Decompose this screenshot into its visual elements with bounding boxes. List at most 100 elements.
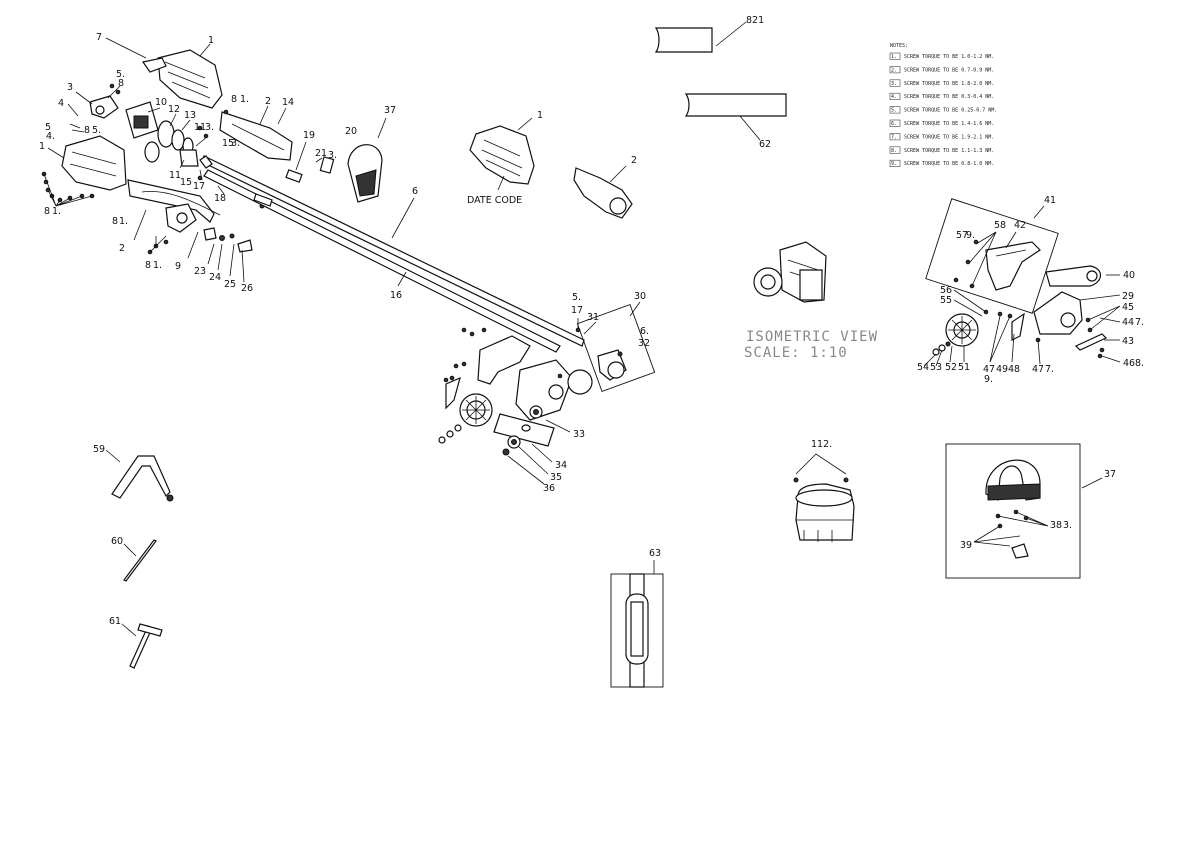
tool-rod-60 [123, 539, 157, 582]
callout-label: 112. [811, 439, 832, 450]
callout-label: 13 [184, 110, 196, 121]
trigger-housing [165, 203, 197, 233]
note-text: SCREW TORQUE TO BE 1.1-1.3 NM. [904, 148, 994, 154]
leader-33 [545, 419, 571, 433]
note-number: 4. [891, 94, 897, 100]
callout-label: 8 [112, 216, 118, 227]
callout-label: 54 [917, 362, 929, 373]
leader-60 [123, 543, 137, 557]
callout-label: 3. [205, 122, 214, 133]
callout-label: 1. [153, 260, 162, 271]
callout-label: 61 [109, 616, 121, 627]
callout-label: 16 [390, 290, 402, 301]
rear-handle-half [219, 111, 293, 161]
note-text: SCREW TORQUE TO BE 1.9-2.1 NM. [904, 134, 994, 140]
front-handle-grip [347, 144, 383, 203]
note-number: 6. [891, 121, 897, 127]
leader-lines-right [923, 205, 1121, 367]
leader-62 [739, 115, 761, 141]
callout-label: 23 [194, 266, 206, 277]
callout-label: 3 [67, 82, 73, 93]
callout-label: 46 [1123, 358, 1135, 369]
callout-label: 15 [180, 177, 192, 188]
callout-label: 44 [1122, 317, 1134, 328]
guard-head-assembly [438, 327, 593, 456]
callout-label: 1 [537, 110, 543, 121]
callout-label: 59 [93, 444, 105, 455]
callout-label: 8 [84, 125, 90, 136]
note-text: SCREW TORQUE TO BE 1.4-1.6 NM. [904, 121, 994, 127]
callout-label: 3. [231, 138, 240, 149]
callout-label: 51 [958, 362, 970, 373]
leader-date-code [497, 175, 505, 191]
pcb-module [125, 101, 159, 139]
note-number-box [889, 146, 901, 154]
leader-1-motor [517, 117, 533, 131]
callout-label: 63 [649, 548, 661, 559]
callout-label: 57 [956, 230, 968, 241]
note-number-box [889, 92, 901, 100]
leader-821 [715, 21, 747, 47]
callout-label: 53 [930, 362, 942, 373]
callout-label: 24 [209, 272, 221, 283]
handle-detail-box [945, 443, 1081, 579]
callout-label: 3. [328, 150, 337, 161]
callout-label: 18 [214, 193, 226, 204]
leader-36 [507, 455, 545, 485]
callout-label: 47 [1032, 364, 1044, 375]
callout-label: 6 [412, 186, 418, 197]
callout-label: 14 [282, 97, 294, 108]
torque-notes: NOTES: 1.SCREW TORQUE TO BE 1.0-1.2 NM.2… [889, 43, 997, 167]
callout-label: 35 [550, 472, 562, 483]
callout-label: 8 [145, 260, 151, 271]
note-number-box [889, 133, 901, 141]
callout-label: 52 [945, 362, 957, 373]
callout-label: 2 [119, 243, 125, 254]
note-number: 8. [891, 148, 897, 154]
callout-label: 1. [52, 206, 61, 217]
clip-21 [319, 156, 335, 174]
callout-label: 7 [96, 32, 102, 43]
leader-16 [397, 271, 407, 287]
screw-17b [575, 327, 581, 333]
callout-label: 3. [1063, 520, 1072, 531]
callout-label: 1. [240, 94, 249, 105]
note-number-box [889, 66, 901, 74]
callout-label: 8 [44, 206, 50, 217]
callout-label: 21 [315, 148, 327, 159]
callout-label: 10 [155, 97, 167, 108]
shaft-tube-upper [199, 155, 585, 347]
label-63 [610, 573, 664, 688]
callout-label: 40 [1123, 270, 1135, 281]
callout-label: 1 [39, 141, 45, 152]
gear-housing-29 [1033, 291, 1083, 335]
callout-label: 5. [572, 292, 581, 303]
callout-label: 55 [940, 295, 952, 306]
note-text: SCREW TORQUE TO BE 0.3-0.4 NM. [904, 94, 994, 100]
callout-label: 39 [960, 540, 972, 551]
guard-41 [985, 241, 1041, 291]
callout-label: 9. [984, 374, 993, 385]
callout-label: 7. [1135, 317, 1144, 328]
note-number-box [889, 106, 901, 114]
callout-label: 7. [1045, 364, 1054, 375]
shoulder-strap-59 [111, 455, 174, 502]
note-text: SCREW TORQUE TO BE 0.25-0.7 NM. [904, 108, 997, 114]
guard-detail-box [925, 198, 1059, 314]
callout-label: 47 [983, 364, 995, 375]
wrench-61 [129, 623, 163, 669]
callout-label: 15 [222, 138, 234, 149]
note-number-box [889, 52, 901, 60]
callout-label: 17 [193, 181, 205, 192]
bracket-40 [1045, 265, 1102, 287]
note-number: 9. [891, 161, 897, 167]
label-62 [684, 93, 787, 117]
callout-label: 33 [573, 429, 585, 440]
callout-label: 62 [759, 139, 771, 150]
callout-label: 17 [571, 305, 583, 316]
callout-label: 37 [1104, 469, 1116, 480]
leader-59 [105, 449, 121, 463]
callout-label: 2 [265, 96, 271, 107]
callout-label: 32 [638, 338, 650, 349]
